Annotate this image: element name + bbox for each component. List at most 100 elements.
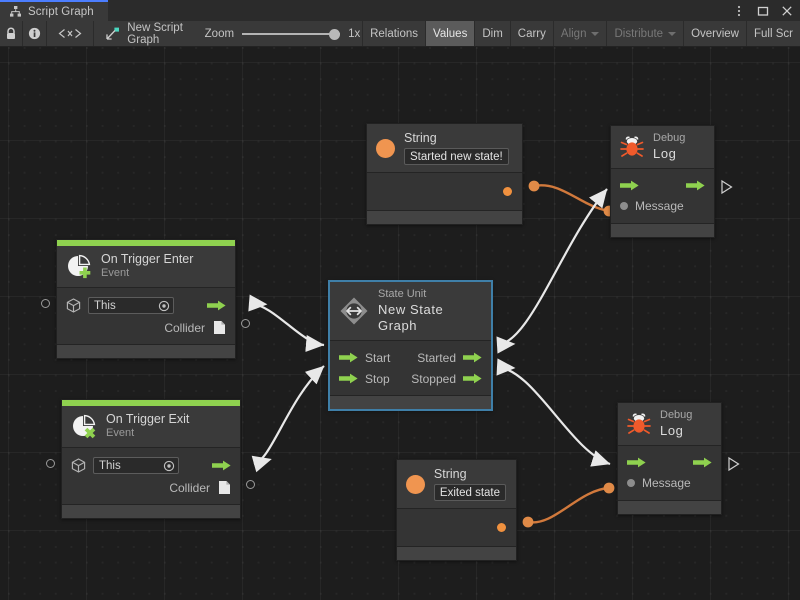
- close-icon[interactable]: [780, 4, 794, 18]
- chevron-down-icon: [591, 31, 600, 36]
- debug-bug-icon: [627, 413, 651, 435]
- node-footer: [611, 222, 714, 237]
- node-footer: [367, 210, 522, 225]
- port-row-target: This: [57, 294, 235, 317]
- toolbar-button-align[interactable]: Align: [552, 21, 607, 46]
- node-body: [367, 172, 522, 211]
- node-body: Message: [611, 167, 714, 223]
- target-input-port-enter[interactable]: [41, 299, 50, 308]
- wire-enter-to-state-start: [248, 294, 325, 353]
- string-value-input[interactable]: Exited state: [433, 484, 506, 502]
- node-body: Start Started Stop: [330, 340, 491, 396]
- collider-value-icon[interactable]: [218, 480, 231, 495]
- target-object-field[interactable]: This: [88, 297, 174, 315]
- node-title: Debug: [653, 132, 686, 144]
- node-subtitle: Log: [653, 145, 677, 161]
- port-row-collider: Collider: [57, 317, 235, 338]
- port-row-target: This: [62, 454, 240, 477]
- flow-output-port-stopped[interactable]: [463, 373, 482, 384]
- string-value-icon: [376, 138, 395, 158]
- flow-output-connector-log-bottom[interactable]: [728, 456, 740, 472]
- toolbar-button-fullscreen[interactable]: Full Scr: [746, 21, 800, 46]
- message-input-port[interactable]: [620, 202, 628, 211]
- node-subtitle: New State Graph: [378, 301, 444, 333]
- node-state-unit[interactable]: State Unit New State Graph Start Started: [329, 281, 492, 411]
- string-output-port[interactable]: [497, 523, 506, 533]
- node-body: This Collid: [62, 447, 240, 505]
- node-subtitle: Event: [106, 427, 135, 440]
- maximize-icon[interactable]: [756, 4, 770, 18]
- info-icon[interactable]: [23, 21, 47, 46]
- toolbar-button-relations[interactable]: Relations: [362, 21, 425, 46]
- toolbar-button-label: Relations: [370, 27, 419, 40]
- node-header: String Started new state!: [367, 124, 522, 173]
- string-value-icon: [406, 474, 425, 494]
- flow-input-port[interactable]: [620, 180, 639, 191]
- port-row-start-started: Start Started: [330, 347, 491, 368]
- object-picker-icon[interactable]: [163, 460, 175, 472]
- node-header: On Trigger Enter Event: [57, 246, 235, 288]
- script-graph-icon: [9, 5, 22, 18]
- flow-output-port[interactable]: [212, 460, 231, 471]
- target-object-field[interactable]: This: [93, 457, 179, 475]
- debug-bug-icon: [620, 136, 644, 158]
- node-on-trigger-enter[interactable]: On Trigger Enter Event This: [56, 239, 236, 360]
- port-label-collider: Collider: [169, 480, 210, 495]
- node-footer: [397, 546, 516, 561]
- zoom-value: 1x: [348, 27, 361, 40]
- toolbar-button-values[interactable]: Values: [425, 21, 475, 46]
- flow-output-connector-log-top[interactable]: [721, 179, 733, 195]
- graph-asset-icon: [106, 27, 120, 40]
- toolbar-button-label: Full Scr: [754, 27, 793, 40]
- flow-output-port[interactable]: [207, 300, 226, 311]
- target-input-port-exit[interactable]: [46, 459, 55, 468]
- toolbar-button-overview[interactable]: Overview: [683, 21, 746, 46]
- node-string-bottom[interactable]: String Exited state: [396, 459, 517, 562]
- object-picker-icon[interactable]: [158, 300, 170, 312]
- toolbar-button-dim[interactable]: Dim: [474, 21, 509, 46]
- flow-input-port-start[interactable]: [339, 352, 358, 363]
- node-subtitle: Event: [101, 267, 130, 280]
- graph-toolbar: New Script Graph Zoom 1x Relations Value…: [0, 21, 800, 47]
- toolbar-button-label: Values: [433, 27, 468, 40]
- chevron-down-icon: [668, 31, 677, 36]
- toolbar-button-carry[interactable]: Carry: [509, 21, 553, 46]
- collider-value-icon[interactable]: [213, 320, 226, 335]
- port-row-flow: [611, 175, 714, 196]
- node-body: Message: [618, 444, 721, 500]
- node-body: This Collid: [57, 287, 235, 345]
- graph-name-field[interactable]: New Script Graph: [94, 21, 198, 46]
- flow-output-port[interactable]: [686, 180, 705, 191]
- tab-label: Script Graph: [28, 5, 94, 18]
- flow-input-port[interactable]: [627, 457, 646, 468]
- kebab-menu-icon[interactable]: [732, 4, 746, 18]
- event-trigger-exit-icon: [71, 414, 97, 440]
- node-accent-bar: [62, 400, 240, 406]
- wire-string-bottom-to-log-bottom: [522, 482, 615, 528]
- flow-output-port[interactable]: [693, 457, 712, 468]
- node-header: Debug Log: [611, 126, 714, 168]
- toolbar-button-distribute[interactable]: Distribute: [606, 21, 683, 46]
- collider-output-connector-enter[interactable]: [241, 319, 250, 328]
- zoom-slider[interactable]: [242, 27, 341, 41]
- zoom-slider-knob[interactable]: [329, 28, 341, 40]
- flow-output-port-started[interactable]: [463, 352, 482, 363]
- tab-script-graph[interactable]: Script Graph: [0, 0, 108, 21]
- node-debug-log-top[interactable]: Debug Log Message: [610, 125, 715, 238]
- zoom-label: Zoom: [204, 27, 235, 40]
- port-label-message: Message: [642, 476, 691, 491]
- node-header: State Unit New State Graph: [330, 282, 491, 341]
- string-value-input[interactable]: Started new state!: [404, 148, 509, 166]
- toolbar-button-label: Carry: [517, 27, 546, 40]
- graph-canvas[interactable]: String Started new state!: [0, 47, 800, 600]
- angle-brackets-icon[interactable]: [47, 21, 95, 46]
- node-string-top[interactable]: String Started new state!: [366, 123, 523, 226]
- node-on-trigger-exit[interactable]: On Trigger Exit Event This: [61, 399, 241, 520]
- lock-icon[interactable]: [0, 21, 24, 46]
- message-input-port[interactable]: [627, 479, 635, 488]
- node-debug-log-bottom[interactable]: Debug Log Message: [617, 402, 722, 515]
- collider-output-connector-exit[interactable]: [246, 480, 255, 489]
- string-output-port[interactable]: [503, 187, 512, 197]
- flow-input-port-stop[interactable]: [339, 373, 358, 384]
- port-row-message: Message: [618, 473, 721, 494]
